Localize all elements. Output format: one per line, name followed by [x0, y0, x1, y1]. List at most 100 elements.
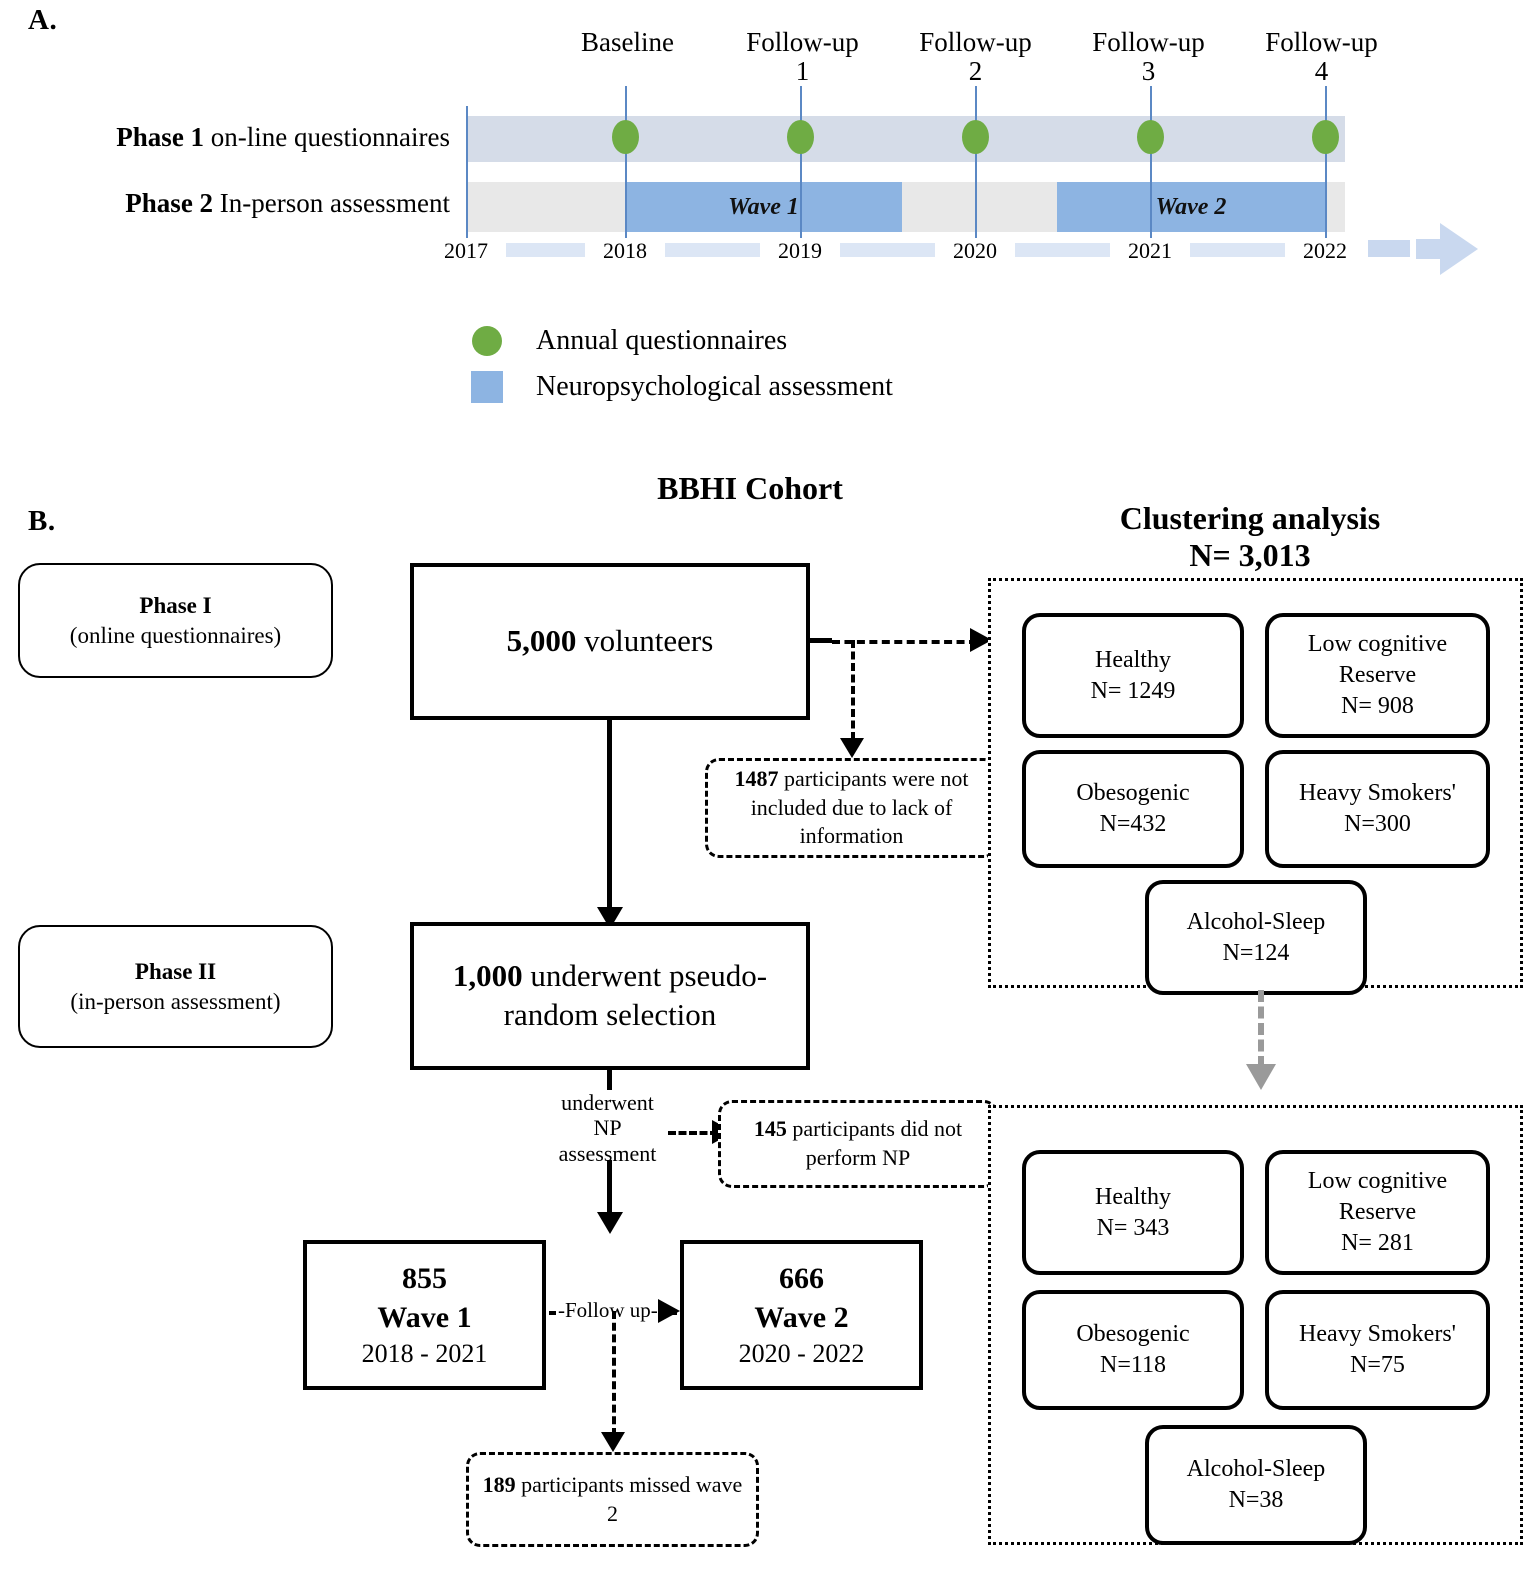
phase-1-pill-subtitle: (online questionnaires) — [69, 622, 282, 648]
timeline-arrow-icon — [1416, 223, 1478, 275]
timeline-tick-2021 — [1150, 86, 1152, 242]
cluster-n-low-cognitive-reserve-p2: N= 281 — [1341, 1229, 1414, 1256]
phase2-rest: In-person assessment — [213, 188, 450, 218]
timeline-wave-1: Wave 1 — [625, 182, 902, 232]
note-1487-number: 1487 — [734, 766, 779, 792]
connector-pseudo-to-wave1 — [607, 1160, 612, 1215]
timepoint-label-followup-4: Follow-up 4 — [1265, 27, 1378, 87]
timeline-wave-2-label: Wave 2 — [1155, 193, 1227, 220]
cluster-box-heavy-smokers-p2: Heavy Smokers' N=75 — [1265, 1290, 1490, 1410]
cluster-box-healthy-p1: Healthy N= 1249 — [1022, 613, 1244, 738]
legend-item-questionnaires: Annual questionnaires — [472, 325, 787, 357]
cluster-n-alcohol-sleep-p2: N=38 — [1228, 1487, 1284, 1513]
bbhi-cohort-title: BBHI Cohort — [657, 470, 843, 506]
blue-square-icon — [471, 371, 503, 403]
note-145: 145 participants did not perform NP — [718, 1100, 998, 1188]
cluster-n-obesogenic-p1: N=432 — [1099, 811, 1167, 837]
questionnaire-dot-followup-1 — [787, 120, 814, 154]
wave-2-n: 666 — [779, 1262, 824, 1296]
note-145-text: participants did not perform NP — [786, 1116, 963, 1170]
arrow-waves-to-note-189 — [601, 1432, 625, 1452]
phase-1-pill: Phase I (online questionnaires) — [18, 563, 333, 678]
cluster-name-low-cognitive-reserve-p2: Low cognitive Reserve — [1307, 1168, 1448, 1226]
cluster-name-alcohol-sleep-p1: Alcohol-Sleep — [1186, 908, 1326, 935]
timeline-wave-2: Wave 2 — [1057, 182, 1325, 232]
volunteers-box: 5,000 volunteers — [410, 563, 810, 720]
phase1-strong: Phase 1 — [116, 122, 205, 152]
cluster-box-low-cognitive-reserve-p2: Low cognitive Reserve N= 281 — [1265, 1150, 1490, 1275]
legend-label-questionnaires: Annual questionnaires — [536, 325, 788, 356]
wave-2-box: 666 Wave 2 2020 - 2022 — [680, 1240, 923, 1390]
volunteers-number: 5,000 — [506, 623, 577, 659]
timepoint-label-followup-3: Follow-up 3 — [1092, 27, 1205, 87]
arrow-wave1-to-wave2 — [658, 1299, 680, 1323]
cluster-name-healthy-p2: Healthy — [1095, 1183, 1171, 1210]
cluster-box-obesogenic-p2: Obesogenic N=118 — [1022, 1290, 1244, 1410]
cluster-n-alcohol-sleep-p1: N=124 — [1222, 939, 1290, 966]
cluster-name-alcohol-sleep-p2: Alcohol-Sleep — [1186, 1456, 1326, 1483]
timeline-axis-dash — [1368, 240, 1410, 257]
timeline-tick-2018 — [625, 86, 627, 242]
wave-1-years: 2018 - 2021 — [361, 1339, 488, 1369]
connector-volunteers-to-pseudo — [607, 720, 612, 910]
phase-2-pill-subtitle: (in-person assessment) — [70, 988, 281, 1014]
wave-1-box: 855 Wave 1 2018 - 2021 — [303, 1240, 546, 1390]
phase1-rest: on-line questionnaires — [204, 122, 450, 152]
phase-2-pill-title: Phase II — [134, 958, 217, 984]
timeline-row-label-phase2: Phase 2 In-person assessment — [20, 188, 450, 219]
timepoint-label-baseline: Baseline — [581, 27, 674, 57]
cluster-n-obesogenic-p2: N=118 — [1100, 1352, 1166, 1378]
panel-b-letter: B. — [28, 505, 56, 537]
note-1487-text: participants were not included due to la… — [750, 766, 969, 849]
timeline-row-label-phase1: Phase 1 on-line questionnaires — [20, 122, 450, 153]
cluster-name-low-cognitive-reserve-p1: Low cognitive Reserve — [1307, 631, 1448, 689]
cluster-name-obesogenic-p2: Obesogenic — [1076, 1321, 1190, 1348]
panel-a-letter: A. — [28, 4, 58, 36]
timeline-year-2021: 2021 — [1110, 238, 1190, 264]
pseudo-number: 1,000 — [452, 958, 523, 994]
cluster-box-low-cognitive-reserve-p1: Low cognitive Reserve N= 908 — [1265, 613, 1490, 738]
timeline-year-2018: 2018 — [585, 238, 665, 264]
cluster-name-obesogenic-p1: Obesogenic — [1076, 780, 1190, 807]
phase-1-pill-title: Phase I — [139, 592, 212, 618]
timepoint-label-followup-2: Follow-up 2 — [919, 27, 1032, 87]
cluster-n-heavy-smokers-p1: N=300 — [1344, 811, 1411, 837]
wave-1-label: Wave 1 — [377, 1301, 472, 1335]
cluster-box-healthy-p2: Healthy N= 343 — [1022, 1150, 1244, 1275]
cluster-name-heavy-smokers-p1: Heavy Smokers' — [1299, 780, 1456, 807]
timeline-wave-1-label: Wave 1 — [728, 193, 799, 220]
note-1487: 1487 participants were not included due … — [705, 758, 998, 858]
arrow-pseudo-to-wave1 — [597, 1212, 623, 1234]
arrow-clustering-p1-to-p2 — [1246, 1064, 1276, 1090]
note-189: 189 participants missed wave 2 — [466, 1452, 759, 1547]
pseudo-random-box: 1,000 underwent pseudo-random selection — [410, 922, 810, 1070]
cluster-box-obesogenic-p1: Obesogenic N=432 — [1022, 750, 1244, 868]
connector-clustering-p1-to-p2 — [1258, 990, 1264, 1068]
timeline-tick-2017 — [466, 106, 468, 242]
questionnaire-dot-baseline — [612, 120, 639, 154]
volunteers-text: volunteers — [576, 623, 714, 659]
connector-volunteers-stub — [810, 638, 832, 643]
timeline-year-2020: 2020 — [935, 238, 1015, 264]
wave-2-years: 2020 - 2022 — [738, 1339, 865, 1369]
connector-waves-to-note-189 — [612, 1311, 616, 1436]
phase-2-pill: Phase II (in-person assessment) — [18, 925, 333, 1048]
timeline-tick-2020 — [975, 86, 977, 242]
questionnaire-dot-followup-3 — [1137, 120, 1164, 154]
note-189-number: 189 — [482, 1471, 516, 1497]
cluster-n-healthy-p1: N= 1249 — [1090, 677, 1176, 704]
cluster-name-heavy-smokers-p2: Heavy Smokers' — [1299, 1321, 1456, 1348]
phase2-strong: Phase 2 — [125, 188, 214, 218]
clustering-analysis-title: Clustering analysis N= 3,013 — [1119, 500, 1381, 573]
timeline-tick-2022 — [1325, 86, 1327, 242]
timeline-year-2017: 2017 — [426, 238, 506, 264]
green-circle-icon — [472, 326, 502, 356]
cluster-n-low-cognitive-reserve-p1: N= 908 — [1341, 692, 1414, 719]
cluster-box-heavy-smokers-p1: Heavy Smokers' N=300 — [1265, 750, 1490, 868]
wave-2-label: Wave 2 — [754, 1301, 849, 1335]
connector-label-follow-up: -Follow up- — [556, 1298, 660, 1323]
connector-label-np-assessment: underwent NP assessment — [530, 1090, 685, 1166]
connector-volunteers-to-note-1487 — [851, 640, 855, 740]
timeline-tick-2019 — [800, 86, 802, 242]
